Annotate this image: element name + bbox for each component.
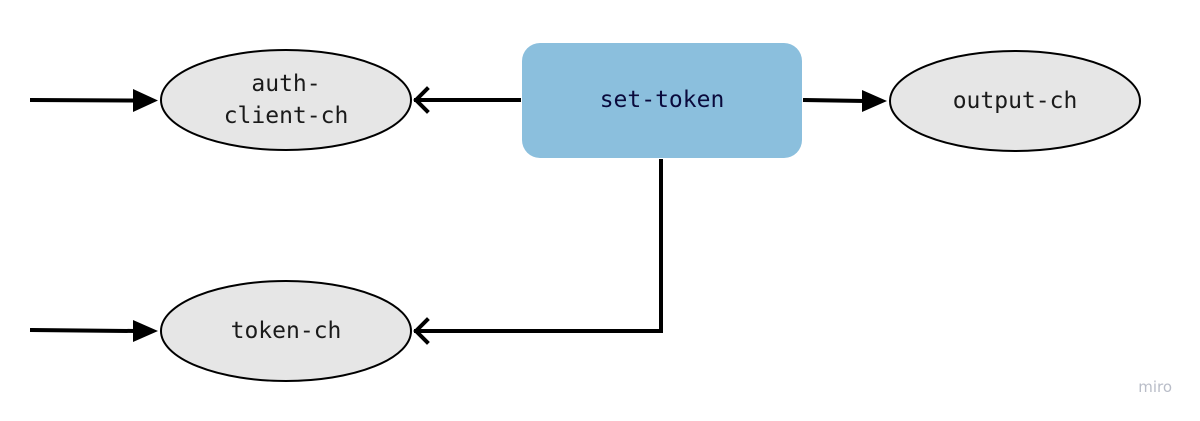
- node-set-token[interactable]: set-token: [522, 43, 802, 158]
- token-ch-label: token-ch: [231, 318, 342, 344]
- miro-watermark: miro: [1138, 378, 1172, 396]
- node-output-ch[interactable]: output-ch: [889, 50, 1141, 152]
- auth-client-ch-label-line1: auth-: [251, 71, 320, 97]
- channel-ellipse: [160, 49, 412, 151]
- set-token-label: set-token: [600, 87, 725, 113]
- process-box: [522, 43, 802, 158]
- node-token-ch[interactable]: token-ch: [160, 280, 412, 382]
- auth-client-ch-label-line2: client-ch: [224, 103, 349, 129]
- channel-ellipse: [889, 50, 1141, 152]
- edge-external-to-auth-client-ch: [29, 89, 158, 112]
- channel-ellipse: [160, 280, 412, 382]
- edge-set-token-to-auth-client-ch: [413, 86, 521, 114]
- edge-set-token-to-output-ch: [802, 90, 887, 112]
- edge-external-to-token-ch: [29, 320, 158, 342]
- edge-set-token-to-token-ch: [413, 159, 663, 345]
- output-ch-label: output-ch: [953, 88, 1078, 114]
- edges: [29, 86, 887, 345]
- node-auth-client-ch[interactable]: auth- client-ch: [160, 49, 412, 151]
